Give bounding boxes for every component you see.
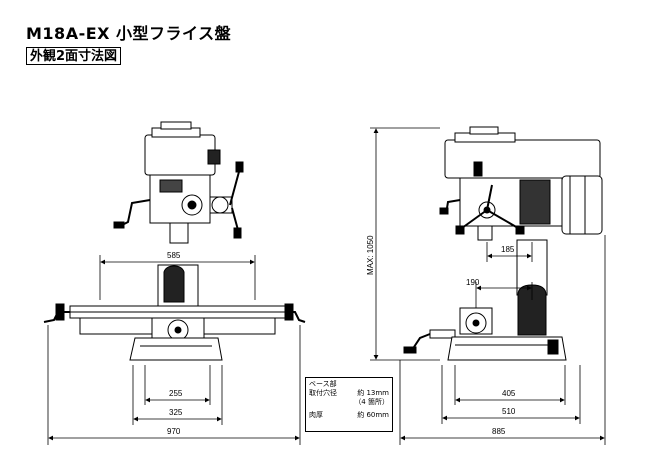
drawing-title: M18A-EX 小型フライス盤 [26, 24, 232, 43]
dim-label-970: 970 [167, 427, 181, 436]
front-spindle [169, 222, 189, 244]
front-view [43, 121, 306, 361]
note-mount-label: 取付穴径 [309, 389, 337, 397]
note-heading: ベース部 [309, 380, 337, 388]
note-thickness-value: 約 60mm [357, 411, 389, 419]
dim-label-585: 585 [167, 251, 181, 260]
dim-label-190: 190 [466, 278, 480, 287]
side-dimensions [370, 127, 606, 445]
dim-label-325: 325 [169, 408, 183, 417]
side-motor-body [519, 179, 551, 225]
front-dimensions [47, 255, 301, 445]
side-motor-head [444, 139, 601, 179]
side-base [447, 336, 567, 361]
dim-label-max1050: MAX: 1050 [366, 235, 375, 275]
front-motor-top [160, 121, 192, 130]
base-spec-note: ベース部 取付穴径 約 13mm （4 箇所） 肉厚 約 60mm [305, 377, 393, 432]
front-gearbox-window [159, 179, 183, 193]
dim-label-885: 885 [492, 427, 506, 436]
side-view [403, 126, 603, 361]
front-head-knob [207, 149, 221, 165]
note-mount-count: （4 箇所） [354, 398, 389, 406]
side-handwheel [411, 333, 431, 351]
note-thickness-row: 肉厚 約 60mm [309, 411, 389, 420]
note-mount-value: 約 13mm [357, 389, 389, 397]
front-base [129, 337, 223, 361]
dim-label-510: 510 [502, 407, 516, 416]
side-motor-end [561, 175, 603, 235]
note-mount-row: 取付穴径 約 13mm [309, 389, 389, 398]
drawing-subtitle: 外観2面寸法図 [26, 47, 122, 65]
front-motor-head [144, 134, 216, 176]
dim-label-185: 185 [501, 245, 515, 254]
dim-label-255: 255 [169, 389, 183, 398]
front-handle-upper [229, 167, 241, 206]
side-spindle [477, 225, 493, 241]
note-thickness-label: 肉厚 [309, 411, 323, 419]
dim-label-405: 405 [502, 389, 516, 398]
front-handle-lower [231, 207, 239, 231]
